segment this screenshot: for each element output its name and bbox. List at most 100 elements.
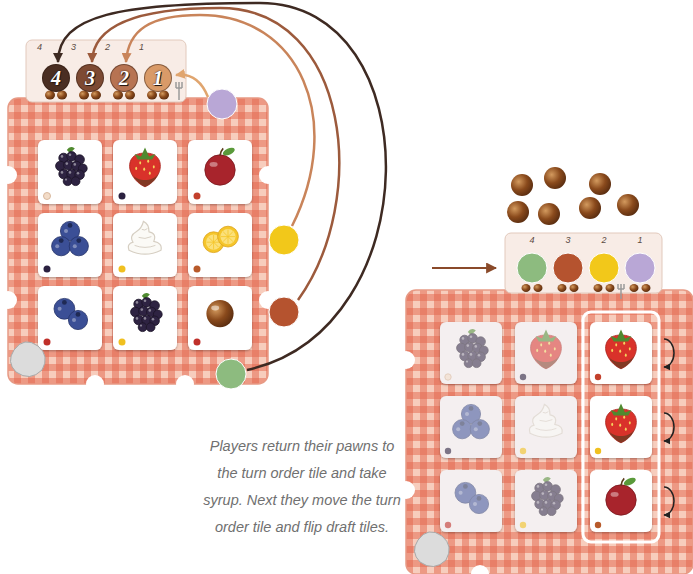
fruit-icons xyxy=(52,221,89,255)
draft-tiles xyxy=(515,470,577,532)
player-pawns xyxy=(207,89,237,119)
draft-tiles xyxy=(113,286,177,350)
fruit-icons xyxy=(531,330,562,369)
turn-order-tile-art xyxy=(26,40,186,102)
turn-order-tile-art xyxy=(594,284,603,292)
order-number: 4 xyxy=(529,236,534,245)
fruit-icons xyxy=(606,404,637,443)
order-number: 2 xyxy=(105,43,110,52)
disc-number: 1 xyxy=(153,68,163,88)
corner-icons xyxy=(595,448,601,454)
player-pawns xyxy=(269,297,299,327)
syrup-drops xyxy=(511,174,533,196)
corner-icons xyxy=(194,339,201,346)
draft-tiles xyxy=(440,322,652,532)
order-number: 2 xyxy=(601,236,606,245)
picnic-board xyxy=(397,351,415,369)
fruit-icons xyxy=(206,300,233,327)
syrup-drops xyxy=(507,167,639,225)
fruit-icons xyxy=(453,329,564,515)
disc-number: 3 xyxy=(85,68,95,88)
turn-order-tile-art xyxy=(606,284,615,292)
draft-tiles xyxy=(590,396,652,458)
turn-order-tile-art xyxy=(625,253,655,283)
picnic-board xyxy=(0,291,17,309)
fruit-icons xyxy=(56,147,88,185)
corner-icons xyxy=(445,448,451,454)
turn-order-tile-art xyxy=(45,91,169,100)
corner-icons xyxy=(595,522,601,528)
draft-tiles xyxy=(590,470,652,532)
draft-tiles xyxy=(38,140,102,204)
syrup-drops xyxy=(544,167,566,189)
corner-icons xyxy=(445,522,451,528)
player-pawns xyxy=(207,89,299,389)
draft-tiles xyxy=(440,396,502,458)
corner-icons xyxy=(44,193,51,200)
silver-token xyxy=(414,532,449,567)
turn-order-tile-art xyxy=(630,284,639,292)
turn-order-disc: 2 xyxy=(110,64,138,92)
turn-order-tile-art xyxy=(26,40,186,102)
order-number: 3 xyxy=(565,236,570,245)
draft-tiles xyxy=(113,140,177,204)
order-number: 3 xyxy=(71,43,76,52)
turn-order-tile-art xyxy=(91,91,101,100)
fruit-icons xyxy=(532,477,564,515)
draft-tiles xyxy=(188,286,252,350)
fruit-icons xyxy=(453,404,490,438)
corner-icons xyxy=(595,374,601,380)
turn-order-tile-art xyxy=(505,233,662,293)
draft-tiles xyxy=(38,140,252,350)
draft-tiles xyxy=(515,396,577,458)
caption-text: Players return their pawns to the turn o… xyxy=(202,433,402,541)
fruit-icons xyxy=(606,330,637,516)
corner-icons xyxy=(445,374,601,528)
fruit-icons xyxy=(205,146,236,185)
turn-order-tile-art xyxy=(125,91,135,100)
corner-icons xyxy=(44,339,51,346)
draft-tiles xyxy=(590,322,652,384)
corner-icons xyxy=(119,266,126,273)
disc-number: 4 xyxy=(51,68,61,88)
silver-token xyxy=(10,342,45,377)
fruit-icons xyxy=(52,146,239,332)
fruit-icons xyxy=(457,329,489,367)
return-arrows xyxy=(58,3,386,370)
turn-order-tile-art xyxy=(522,284,651,292)
fruit-icons xyxy=(606,476,637,515)
corner-icons xyxy=(445,374,451,380)
picnic-board xyxy=(0,166,17,184)
draft-tiles xyxy=(38,213,102,277)
picnic-board xyxy=(0,98,277,393)
corner-icons xyxy=(194,266,201,273)
corner-icons xyxy=(44,193,201,346)
turn-order-disc: 4 xyxy=(42,64,70,92)
turn-order-tile-art xyxy=(517,253,547,283)
turn-order-tile-art xyxy=(558,284,567,292)
picnic-board xyxy=(471,565,489,574)
fruit-icons xyxy=(130,148,161,187)
draft-tiles xyxy=(440,470,502,532)
turn-order-tile-art xyxy=(522,284,531,292)
draft-tiles xyxy=(188,140,252,204)
return-arrows xyxy=(58,3,386,370)
picnic-board xyxy=(176,375,194,393)
turn-order-disc: 3 xyxy=(76,64,104,92)
turn-order-tile-art xyxy=(618,284,624,299)
flip-arrows xyxy=(664,339,674,367)
turn-order-tile: 4321 xyxy=(505,233,662,293)
syrup-drops xyxy=(589,173,611,195)
picnic-board xyxy=(8,98,268,384)
turn-order-tile-art xyxy=(534,284,543,292)
corner-icons xyxy=(520,374,526,380)
syrup-drops xyxy=(617,194,639,216)
turn-order-tile-art xyxy=(553,253,583,283)
order-number: 4 xyxy=(37,43,42,52)
corner-icons xyxy=(194,193,201,200)
corner-icons xyxy=(119,193,126,200)
player-pawns xyxy=(269,225,299,255)
fruit-icons xyxy=(203,226,238,252)
turn-order-tile-art xyxy=(176,82,182,100)
fruit-icons xyxy=(529,404,562,437)
